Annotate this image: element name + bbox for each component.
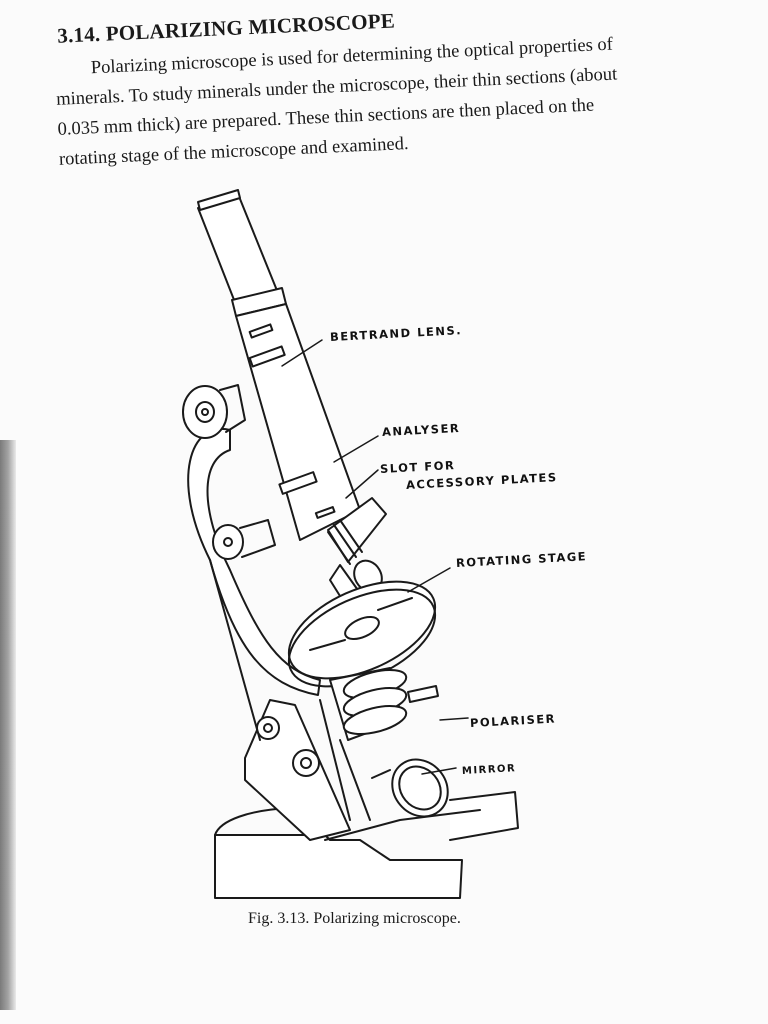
text-block: 3.14. POLARIZING MICROSCOPE Polarizing m…: [52, 0, 709, 175]
section-paragraph: Polarizing microscope is used for determ…: [54, 25, 709, 174]
mirror: [371, 758, 449, 818]
rotating-stage: [287, 580, 437, 688]
microscope-figure: [150, 180, 620, 900]
page-edge-shadow: [0, 440, 16, 1010]
callout-leaders: [281, 339, 469, 775]
microscope-drawing: [182, 189, 519, 899]
fine-adjustment-knob: [212, 519, 276, 560]
microscope-arm: [187, 427, 321, 741]
coarse-adjustment-knob: [182, 384, 246, 439]
microscope-tube: [197, 189, 361, 541]
microscope-pillar: [244, 699, 351, 841]
figure-caption: Fig. 3.13. Polarizing microscope.: [248, 910, 461, 927]
substage-polariser: [319, 667, 439, 821]
